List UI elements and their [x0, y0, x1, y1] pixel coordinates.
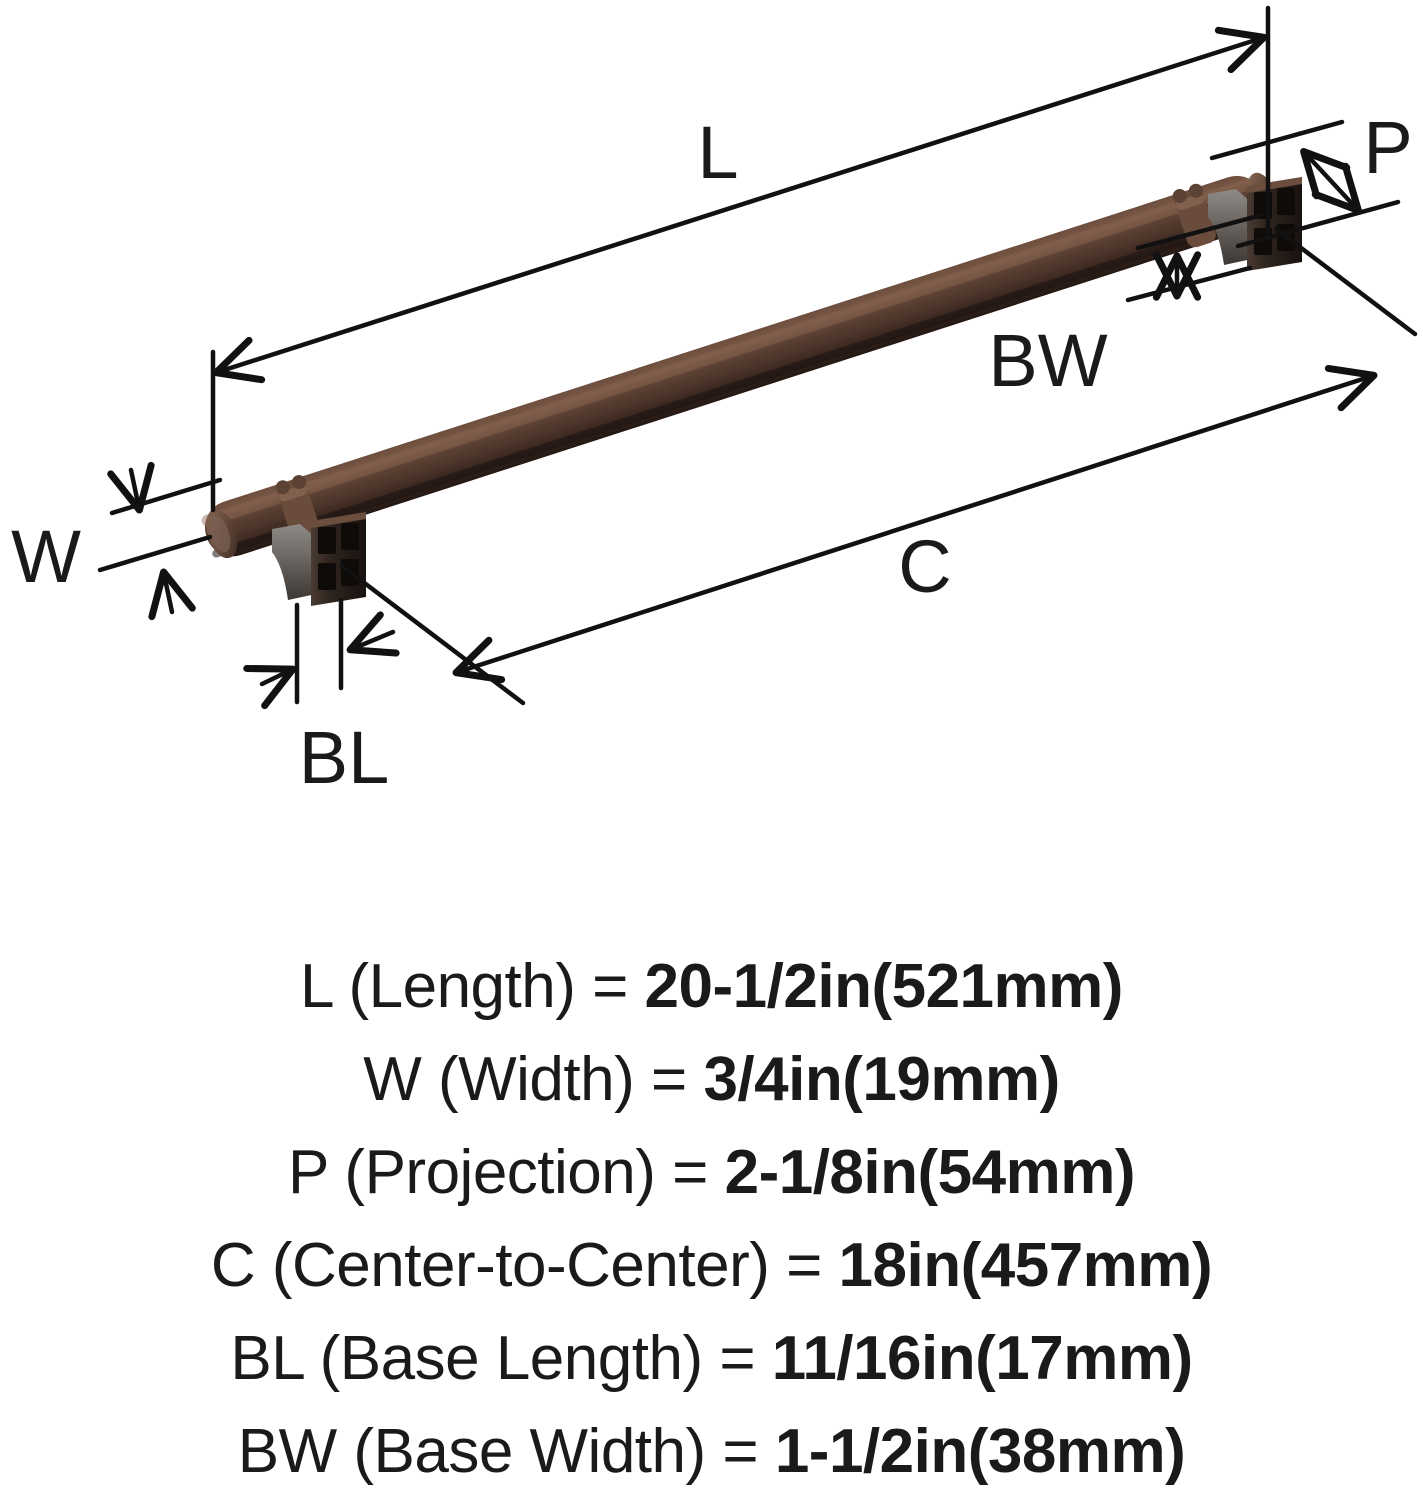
- legend-row-W: W (Width) = 3/4in(19mm): [0, 1033, 1423, 1126]
- extension-line-BW-top: [1135, 212, 1265, 251]
- legend-row-C: C (Center-to-Center) = 18in(457mm): [0, 1219, 1423, 1312]
- legend-value-P: 2-1/8in(54mm): [724, 1138, 1136, 1207]
- leader-line-C-right: [1273, 226, 1418, 337]
- legend-label-L: L (Length) =: [300, 952, 645, 1021]
- legend-label-W: W (Width) =: [363, 1045, 704, 1114]
- dimension-arrow-BL-left: [346, 611, 400, 657]
- dimension-C: [339, 226, 1418, 706]
- dimension-arrow-L: [212, 26, 1268, 384]
- extension-line-P-bottom: [1235, 199, 1401, 249]
- extension-line-P-top: [1209, 119, 1345, 161]
- callout-label-W: W: [11, 515, 81, 598]
- legend-label-BL: BL (Base Length) =: [230, 1324, 772, 1393]
- legend-value-BW: 1-1/2in(38mm): [774, 1417, 1186, 1486]
- legend-value-C: 18in(457mm): [838, 1231, 1213, 1300]
- callout-label-P: P: [1363, 106, 1412, 189]
- legend-row-L: L (Length) = 20-1/2in(521mm): [0, 940, 1423, 1033]
- dimension-arrow-P: [1300, 147, 1362, 215]
- callout-label-L: L: [697, 111, 738, 194]
- dimension-BL: [243, 597, 400, 710]
- handle-end-cap-left: [206, 509, 238, 559]
- callout-label-C: C: [898, 525, 951, 608]
- legend-value-L: 20-1/2in(521mm): [644, 952, 1124, 1021]
- dimension-callout-labels: L W P C BL BW: [11, 106, 1413, 799]
- legend-label-BW: BW (Base Width) =: [237, 1417, 775, 1486]
- dimension-arrow-C: [452, 364, 1378, 684]
- dimension-W: [97, 461, 223, 621]
- legend-row-P: P (Projection) = 2-1/8in(54mm): [0, 1126, 1423, 1219]
- dimension-arrow-BL-right: [243, 664, 297, 710]
- handle-collar-left: [275, 475, 319, 539]
- legend-value-W: 3/4in(19mm): [703, 1045, 1060, 1114]
- legend-label-P: P (Projection) =: [287, 1138, 725, 1207]
- dimension-arrow-W-down: [107, 461, 155, 514]
- dimension-BW: [1125, 212, 1265, 303]
- legend-row-BL: BL (Base Length) = 11/16in(17mm): [0, 1312, 1423, 1405]
- callout-label-BL: BL: [299, 716, 390, 799]
- dimension-P: [1209, 119, 1401, 249]
- handle-dimension-illustration: L W P C BL BW: [11, 5, 1418, 799]
- callout-label-BW: BW: [988, 319, 1107, 402]
- dimension-legend: L (Length) = 20-1/2in(521mm) W (Width) =…: [0, 940, 1423, 1500]
- extension-line-W-bottom: [97, 534, 213, 573]
- dimension-annotations: [97, 5, 1418, 710]
- dimension-arrow-W-up: [148, 568, 196, 621]
- legend-row-BW: BW (Base Width) = 1-1/2in(38mm): [0, 1405, 1423, 1498]
- handle-mount-left: [272, 512, 366, 606]
- legend-value-BL: 11/16in(17mm): [771, 1324, 1193, 1393]
- legend-label-C: C (Center-to-Center) =: [210, 1231, 839, 1300]
